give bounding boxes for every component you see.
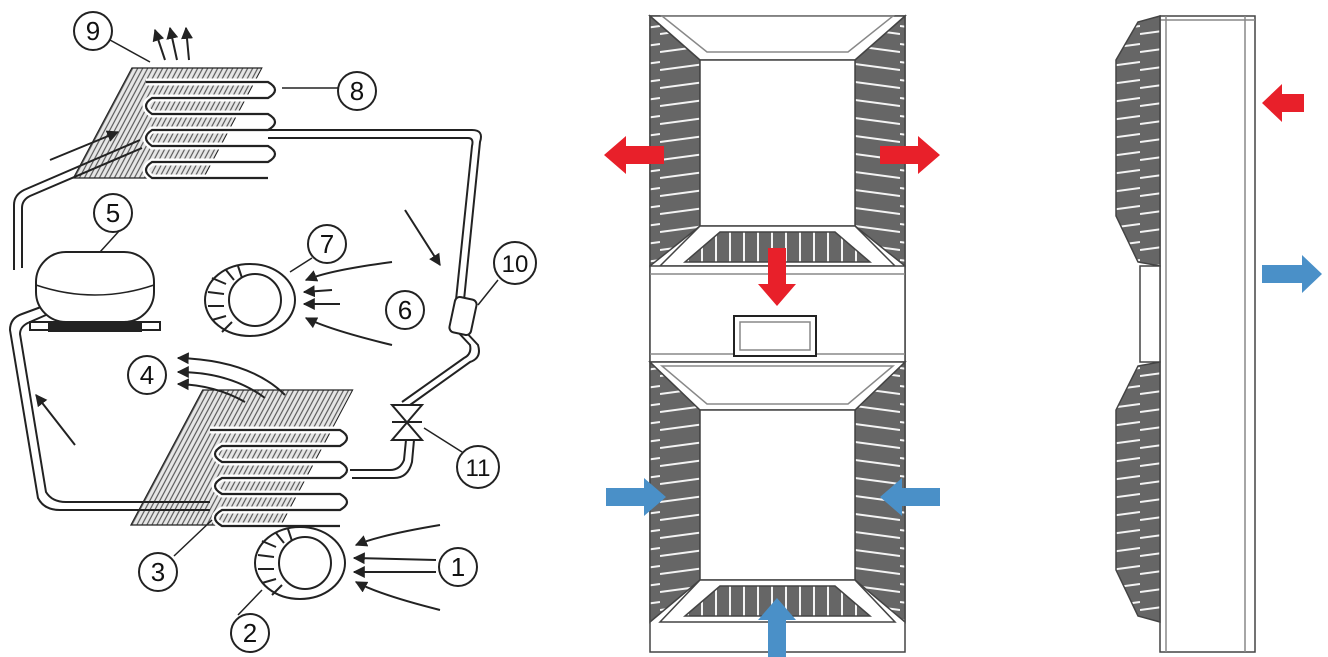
cold-air-up-arrow <box>758 598 796 657</box>
cooler-side-view <box>1115 15 1256 653</box>
cold-air-in-left-arrow <box>606 478 666 516</box>
side-cold-air-arrow <box>1262 255 1322 293</box>
callout-7: 7 <box>320 229 334 259</box>
callout-6: 6 <box>398 295 412 325</box>
callout-7-circle <box>307 224 347 264</box>
callout-4-circle <box>127 355 167 395</box>
front-airflow-arrows <box>604 136 940 657</box>
upper-module <box>648 14 907 268</box>
condenser-fan <box>204 263 296 337</box>
cooler-front-view <box>648 14 907 653</box>
callout-8: 8 <box>350 76 364 106</box>
evaporator-coil <box>129 389 354 530</box>
compressor <box>29 251 161 332</box>
callout-4: 4 <box>140 360 154 390</box>
filter-drier <box>448 296 478 336</box>
side-hot-air-arrow <box>1262 84 1304 122</box>
callout-11: 11 <box>466 455 491 482</box>
callout-2: 2 <box>243 618 257 648</box>
side-airflow-arrows <box>1262 84 1322 293</box>
evaporator-fan <box>254 526 346 600</box>
callout-8-circle <box>337 71 377 111</box>
callout-9: 9 <box>86 16 100 46</box>
cold-air-in-right-arrow <box>880 478 940 516</box>
refrigerant-piping <box>8 129 482 511</box>
callout-10: 10 <box>502 251 529 278</box>
callouts <box>73 11 537 653</box>
hot-air-out-left-arrow <box>604 136 664 174</box>
callout-1: 1 <box>451 552 465 582</box>
callout-1-circle <box>438 547 478 587</box>
callout-3-circle <box>138 552 178 592</box>
refrigeration-cycle <box>8 26 499 616</box>
hot-air-down-arrow <box>758 248 796 306</box>
callout-5-circle <box>93 193 133 233</box>
callout-3: 3 <box>151 557 165 587</box>
expansion-valve <box>389 404 425 441</box>
hot-air-out-right-arrow <box>880 136 940 174</box>
callout-10-circle <box>493 241 537 285</box>
callout-6-circle <box>385 290 425 330</box>
lower-module <box>648 360 907 624</box>
callout-11-circle <box>456 445 500 489</box>
callout-labels: 1 2 3 4 5 6 7 8 9 10 11 <box>86 16 529 648</box>
callout-5: 5 <box>106 198 120 228</box>
condenser-coil <box>72 67 279 182</box>
callout-9-circle <box>73 11 113 51</box>
callout-2-circle <box>230 613 270 653</box>
